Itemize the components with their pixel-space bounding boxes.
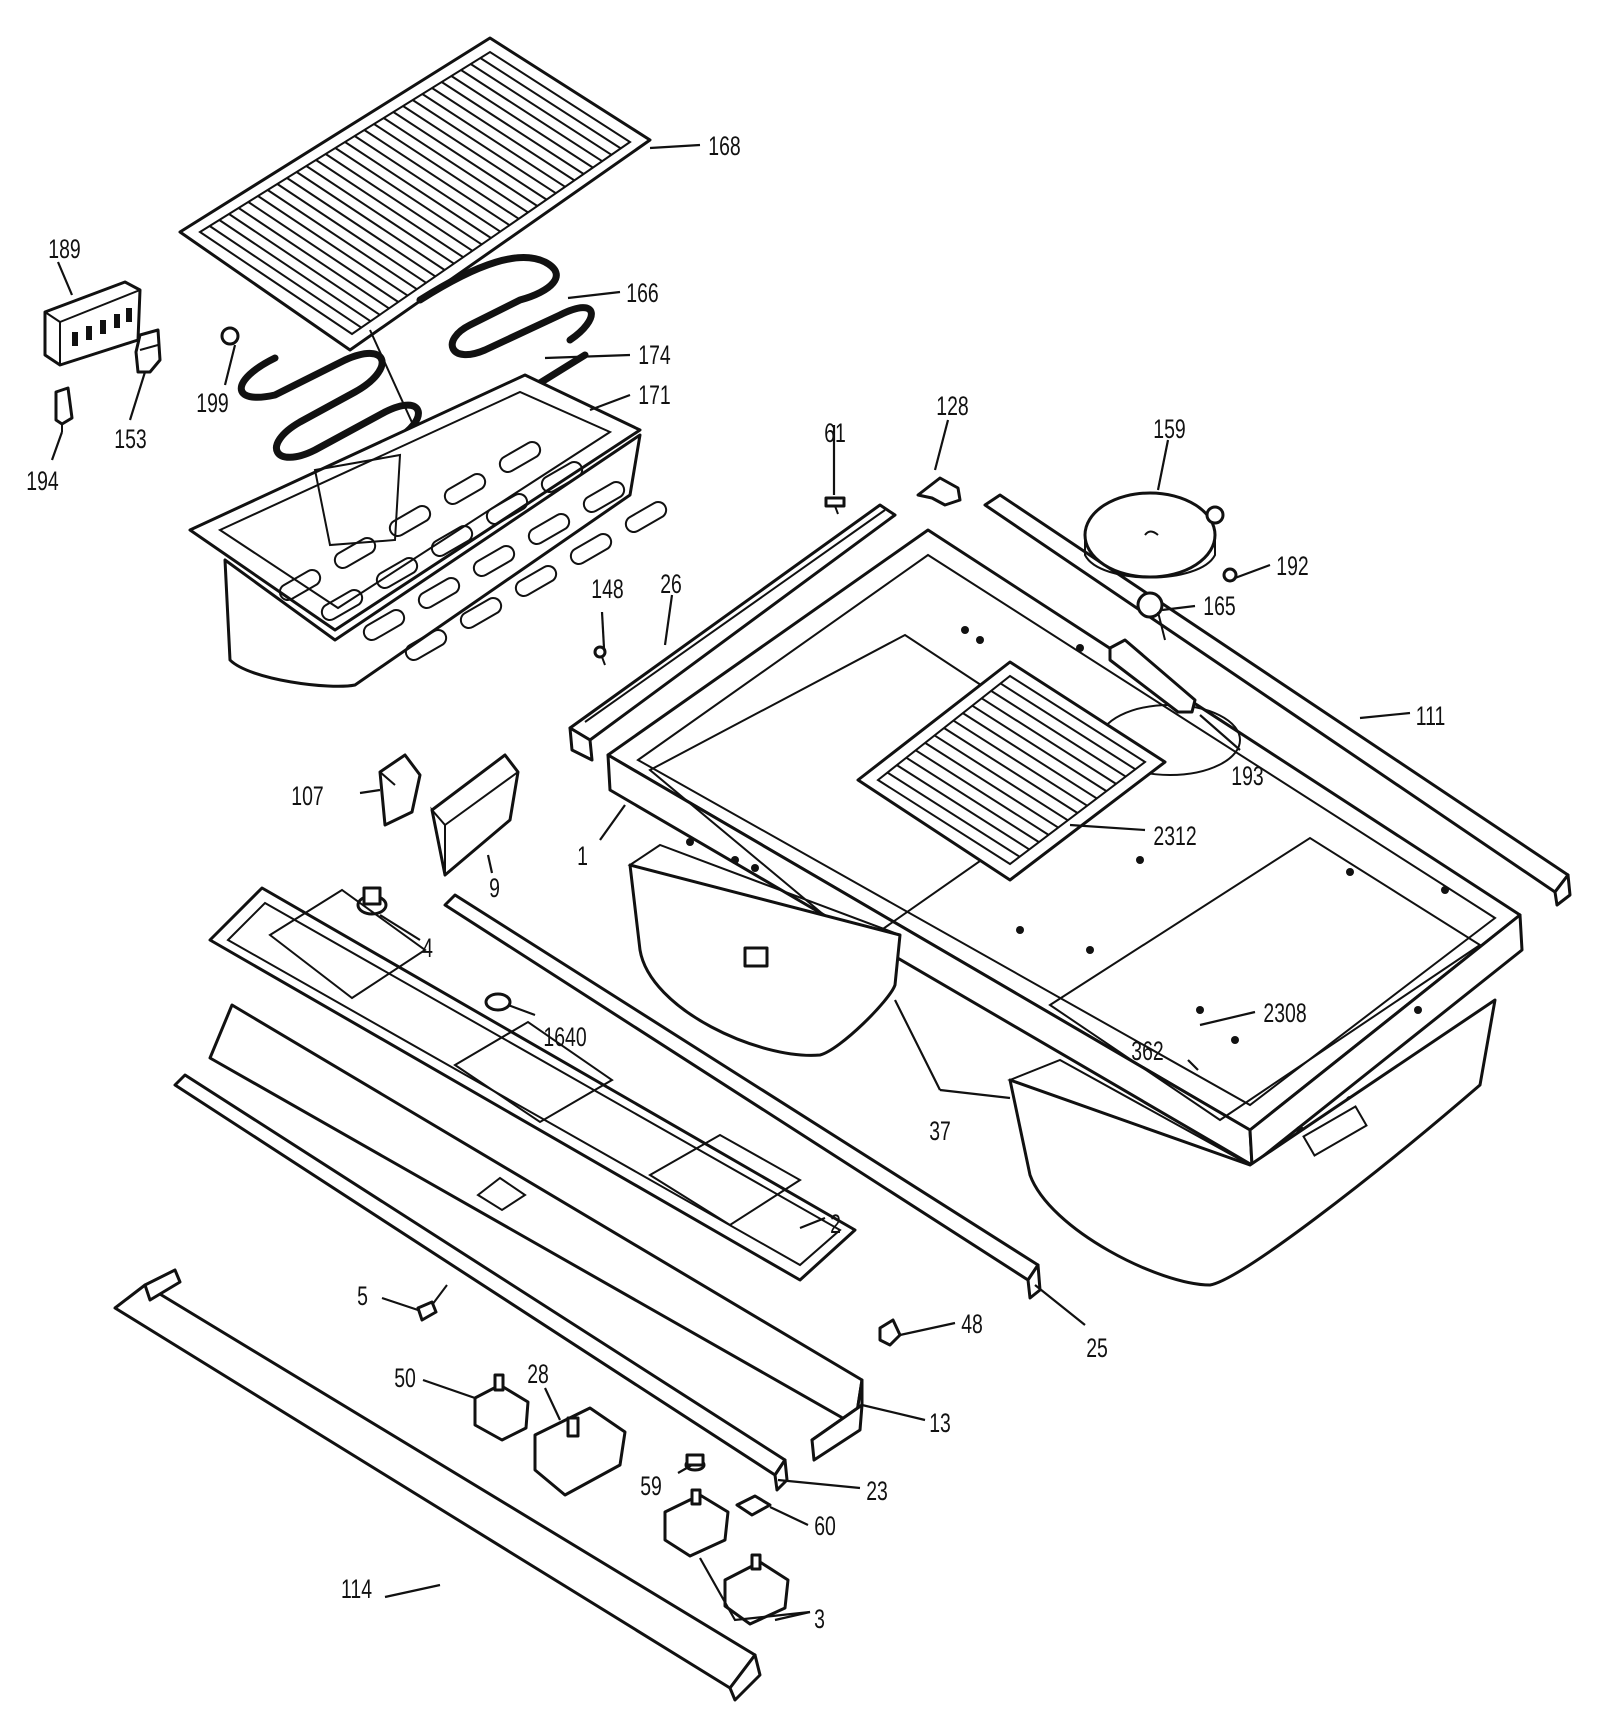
label-192: 192: [1276, 551, 1308, 581]
rotary-switch: [473, 1373, 530, 1442]
label-114: 114: [341, 1574, 372, 1604]
label-2: 2: [830, 1209, 841, 1239]
label-2308: 2308: [1263, 998, 1306, 1028]
surface-burner: [1083, 491, 1225, 579]
label-111: 111: [1416, 701, 1446, 731]
right-well-pan: [1007, 998, 1497, 1287]
bracket-clip: [134, 328, 162, 374]
indicator-light: [416, 1284, 448, 1322]
wire-harness: [1108, 638, 1197, 714]
label-107: 107: [291, 781, 323, 811]
label-194: 194: [26, 466, 58, 496]
clip: [878, 1318, 902, 1347]
grommet: [220, 326, 240, 346]
label-28: 28: [527, 1359, 549, 1389]
label-199: 199: [196, 388, 228, 418]
label-4: 4: [422, 933, 433, 963]
control-bracket: [430, 753, 520, 877]
label-128: 128: [936, 391, 968, 421]
bottom-bracket: [113, 1268, 762, 1702]
label-174: 174: [638, 340, 670, 370]
label-362: 362: [1131, 1036, 1163, 1066]
front-trim: [173, 1073, 789, 1492]
label-13: 13: [929, 1408, 951, 1438]
receptacle-clip: [54, 386, 74, 432]
label-1640: 1640: [543, 1022, 586, 1052]
switch-housing: [378, 753, 422, 827]
label-189: 189: [48, 234, 80, 264]
leader-lines: [50, 143, 1411, 1622]
label-37: 37: [929, 1116, 951, 1146]
label-23: 23: [866, 1476, 888, 1506]
screw-small: [593, 645, 607, 666]
label-171: 171: [638, 380, 670, 410]
side-trim-left: [568, 503, 897, 762]
label-60: 60: [814, 1511, 836, 1541]
label-48: 48: [961, 1309, 983, 1339]
label-148: 148: [591, 574, 623, 604]
control-panel-overlay: [208, 886, 857, 1282]
infinite-switch: [533, 1406, 627, 1497]
knob-shaft: [684, 1453, 706, 1472]
label-165: 165: [1203, 591, 1235, 621]
label-50: 50: [394, 1363, 416, 1393]
screw: [824, 496, 846, 515]
label-26: 26: [660, 569, 682, 599]
label-59: 59: [640, 1471, 662, 1501]
switch-pair: [663, 1488, 790, 1626]
label-25: 25: [1086, 1333, 1108, 1363]
mounting-plate: [735, 1494, 772, 1517]
label-61: 61: [824, 418, 846, 448]
label-153: 153: [114, 424, 146, 454]
control-knob: [356, 886, 388, 916]
label-159: 159: [1153, 414, 1185, 444]
label-2312: 2312: [1153, 821, 1196, 851]
burner-grommet: [1222, 567, 1238, 583]
griddle-insert: [856, 660, 1167, 882]
igniter: [1136, 591, 1166, 641]
label-9: 9: [489, 873, 500, 903]
label-166: 166: [626, 278, 658, 308]
grill-grate: [178, 36, 652, 352]
grommet-round: [484, 992, 512, 1012]
label-168: 168: [708, 131, 740, 161]
corner-bracket: [916, 476, 962, 507]
side-trim-right: [983, 493, 1572, 907]
label-193: 193: [1231, 761, 1263, 791]
drip-pan: [188, 373, 668, 688]
control-panel: [208, 1003, 864, 1462]
label-5: 5: [357, 1281, 368, 1311]
part-labels: 168 189 166 174 199 153 171 194 61 128 1…: [26, 131, 1445, 1634]
terminal-block: [43, 280, 142, 367]
label-1: 1: [577, 841, 588, 871]
left-well-pan: [627, 843, 902, 1057]
label-3: 3: [814, 1604, 825, 1634]
